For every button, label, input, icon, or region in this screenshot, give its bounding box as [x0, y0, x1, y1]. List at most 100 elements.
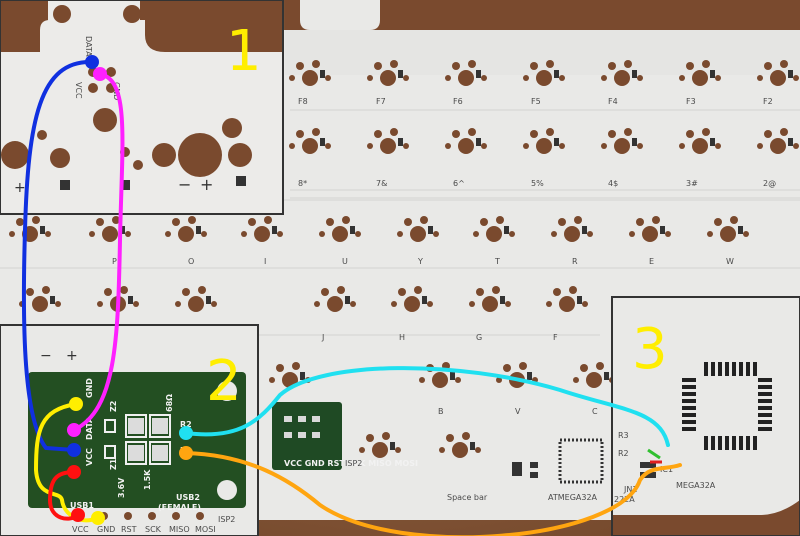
keyhole-cluster	[629, 216, 671, 242]
home-row-labels: J H G F	[321, 333, 558, 342]
wire-layer	[21, 59, 682, 536]
letter-key-label: U	[342, 257, 348, 266]
chip-pad	[753, 362, 757, 376]
panel2-isp2-label: ISP2	[218, 515, 235, 524]
letter-key-label: I	[264, 257, 266, 266]
chip-pad	[758, 406, 772, 410]
chip-footprint	[670, 360, 780, 455]
num-row-labels: 8* 7& 6^ 5% 4$ 3# 2@	[298, 179, 776, 188]
yellow-dot	[69, 397, 83, 411]
chip-pad	[758, 378, 772, 382]
keyhole-cluster	[601, 60, 643, 86]
letter-key-label: T	[494, 257, 500, 266]
chip-pad	[746, 436, 750, 450]
keyhole-cluster	[679, 128, 721, 154]
magenta-dot	[93, 67, 107, 81]
minus-sign: −	[40, 348, 52, 364]
plus-sign: +	[66, 348, 78, 364]
wire-terminals	[67, 55, 193, 525]
letter-key-label: H	[399, 333, 405, 342]
chip-pad	[746, 362, 750, 376]
letter-key-label: G	[476, 333, 482, 342]
keyhole-cluster	[19, 286, 61, 312]
panel2-zener-value: 3.6V	[117, 477, 126, 498]
red-dot	[71, 508, 85, 522]
panel2-r2-value: 68Ω	[165, 394, 174, 412]
pin-label: MOSI	[195, 525, 216, 534]
keyhole-cluster	[469, 286, 511, 312]
pin-label: MISO	[169, 525, 190, 534]
keyhole-cluster	[89, 216, 131, 242]
letter-key-label: V	[515, 407, 521, 416]
num-key-label: 6^	[453, 179, 465, 188]
keyhole-cluster	[546, 286, 588, 312]
keyboard-chip-footprint: ATMEGA32A	[512, 438, 604, 502]
keyhole-cluster	[165, 216, 207, 242]
keyhole-cluster	[289, 128, 331, 154]
keyhole-cluster	[397, 216, 439, 242]
panel2-r2-label: R2	[180, 420, 192, 429]
minus-sign: −	[178, 175, 191, 194]
keyhole-cluster	[445, 60, 487, 86]
letter-key-label: Y	[417, 257, 423, 266]
chip-pad	[758, 392, 772, 396]
keyhole-cluster	[367, 128, 409, 154]
panel2-data-side: DATA	[85, 416, 94, 440]
keyhole-cluster	[707, 216, 749, 242]
panel2-gnd-side: GND	[85, 378, 94, 398]
num-key-label: 5%	[531, 179, 544, 188]
panel-number-2: 2	[206, 349, 242, 414]
fkey-label: F4	[608, 97, 618, 106]
keyhole-cluster	[573, 362, 615, 388]
letter-key-label: C	[592, 407, 598, 416]
keyhole-cluster	[175, 286, 217, 312]
panel1-vcc-label: VCC	[74, 82, 83, 99]
small-isp-board: VCC GND RST SCK MISO MOSI ISP2	[272, 402, 418, 470]
keyhole-cluster	[601, 128, 643, 154]
key-switch-holes	[9, 60, 799, 458]
spacebar-label: Space bar	[447, 493, 488, 502]
num-key-label: 3#	[686, 179, 698, 188]
panel3-chip-label: MEGA32A	[676, 481, 716, 490]
top-row-labels: P O I U Y T R E W	[112, 257, 734, 266]
keyhole-cluster	[473, 216, 515, 242]
keyhole-cluster	[289, 60, 331, 86]
chip-pad	[739, 362, 743, 376]
pin-label: RST	[121, 525, 137, 534]
blue-dot	[67, 443, 81, 457]
keyhole-cluster	[757, 60, 799, 86]
fkey-label: F8	[298, 97, 308, 106]
panel3-r2-label: R2	[618, 449, 629, 458]
pin-label: SCK	[145, 525, 162, 534]
cyan-dot	[179, 426, 193, 440]
num-key-label: 2@	[763, 179, 776, 188]
pin-label: VCC	[72, 525, 89, 534]
chip-pad	[682, 413, 696, 417]
keyhole-cluster	[523, 128, 565, 154]
chip-pad	[682, 427, 696, 431]
panel-number-1: 1	[226, 19, 262, 84]
letter-key-label: J	[321, 333, 324, 342]
orange-wire	[184, 451, 682, 536]
panel3-jn1-label: JN1	[623, 485, 637, 494]
red-wire	[47, 470, 80, 521]
keyhole-cluster	[523, 60, 565, 86]
panel2-z2-label: Z2	[109, 401, 118, 412]
chip-pad	[758, 399, 772, 403]
letter-key-label: P	[112, 257, 117, 266]
chip-pad	[718, 362, 722, 376]
panel2-z1-label: Z1	[109, 458, 118, 470]
chip-pad	[682, 378, 696, 382]
chip-pad	[758, 413, 772, 417]
keyhole-cluster	[241, 216, 283, 242]
yellow-dot	[91, 511, 105, 525]
num-key-label: 4$	[608, 179, 618, 188]
small-board-isp: ISP2	[345, 459, 362, 468]
keyhole-cluster	[445, 128, 487, 154]
chip-label: ATMEGA32A	[548, 493, 598, 502]
chip-pad	[725, 436, 729, 450]
blue-wire	[21, 59, 94, 452]
keyhole-cluster	[439, 432, 481, 458]
small-board-pins: VCC GND RST SCK MISO MOSI	[284, 459, 418, 468]
